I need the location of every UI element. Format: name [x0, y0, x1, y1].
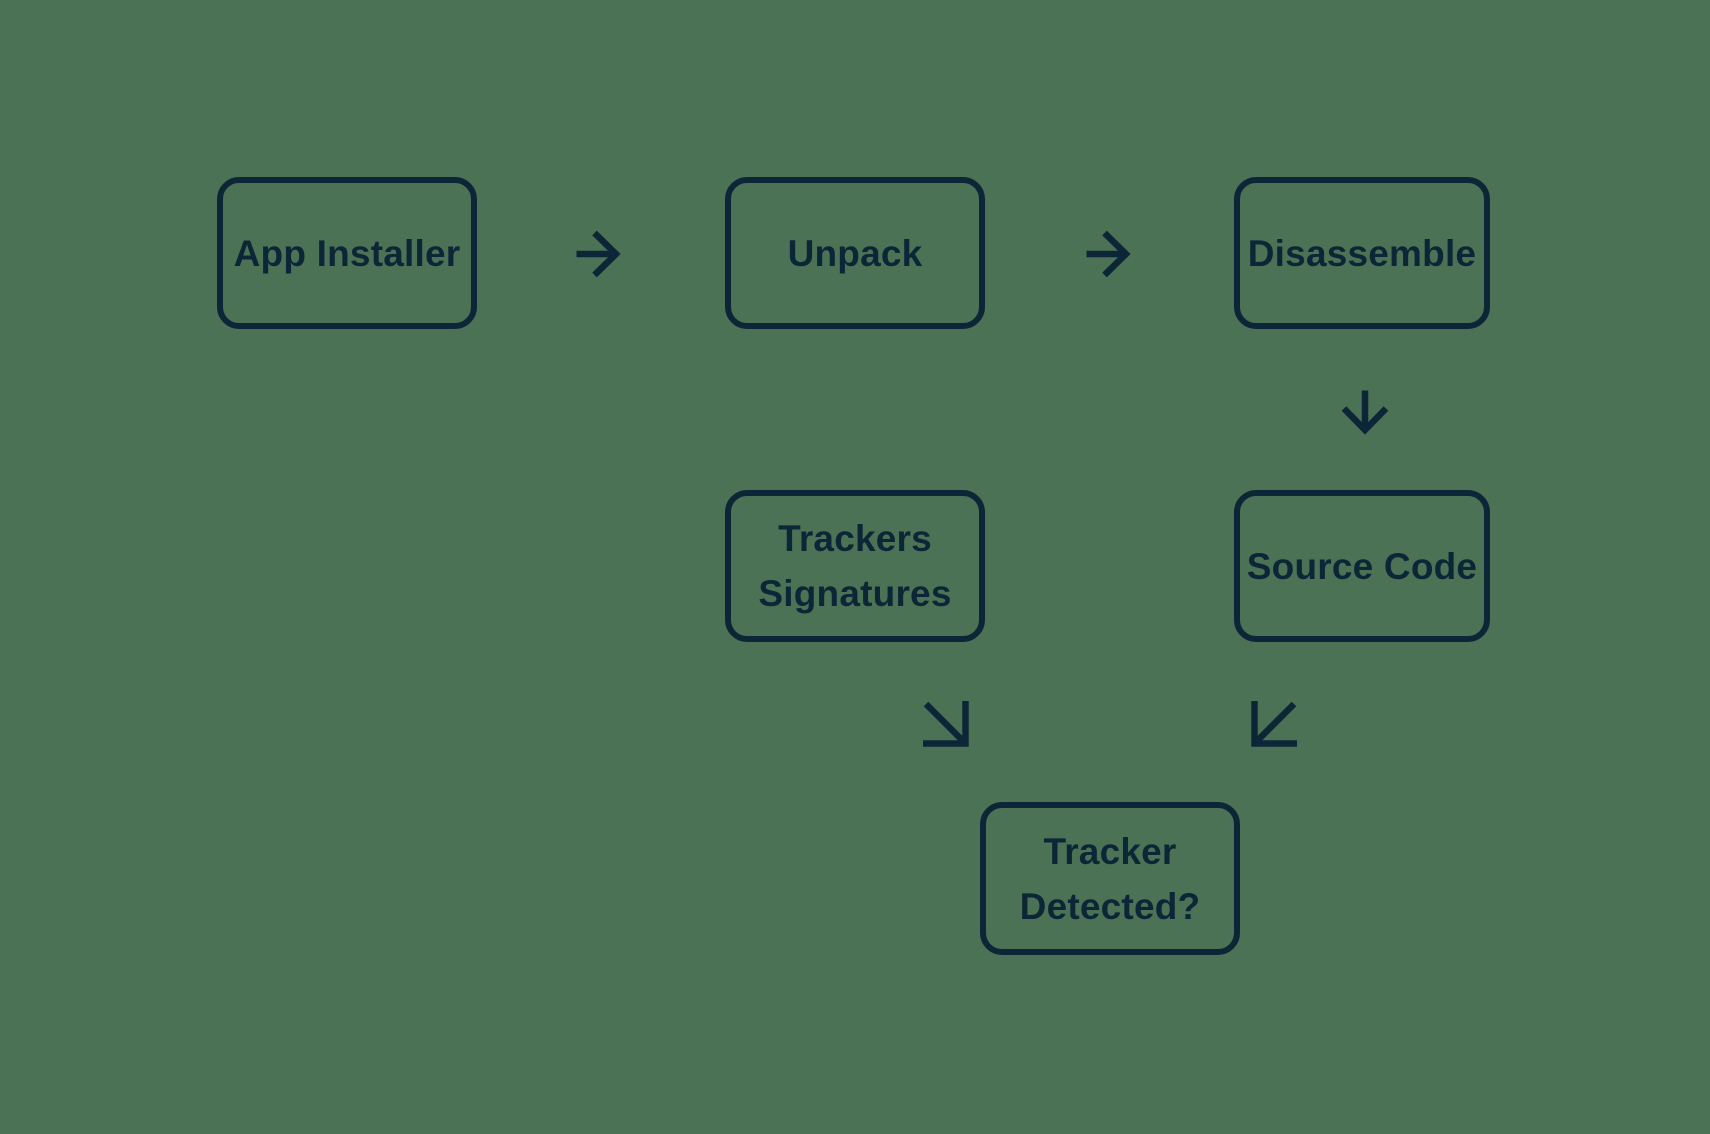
node-tracker-detected-line1: Tracker [1043, 830, 1177, 872]
node-app-installer: App Installer [217, 177, 477, 329]
node-unpack: Unpack [725, 177, 985, 329]
arrow-down-icon [1341, 390, 1389, 435]
node-unpack-label: Unpack [787, 232, 923, 274]
node-disassemble-label: Disassemble [1247, 232, 1477, 274]
node-trackers-signatures-line2: Signatures [758, 573, 952, 614]
node-app-installer-label: App Installer [233, 232, 461, 274]
arrow-down-left-icon [1251, 701, 1297, 747]
node-trackers-signatures: Trackers Signatures [725, 490, 985, 642]
node-tracker-detected: Tracker Detected? [980, 802, 1240, 955]
node-source-code-label: Source Code [1246, 545, 1478, 587]
node-trackers-signatures-line1: Trackers [778, 518, 932, 559]
arrow-down-right-icon [923, 701, 969, 747]
arrow-right-icon [1086, 230, 1131, 278]
node-disassemble: Disassemble [1234, 177, 1490, 329]
arrow-right-icon [576, 230, 621, 278]
node-source-code: Source Code [1234, 490, 1490, 642]
node-tracker-detected-line2: Detected? [1019, 885, 1201, 927]
